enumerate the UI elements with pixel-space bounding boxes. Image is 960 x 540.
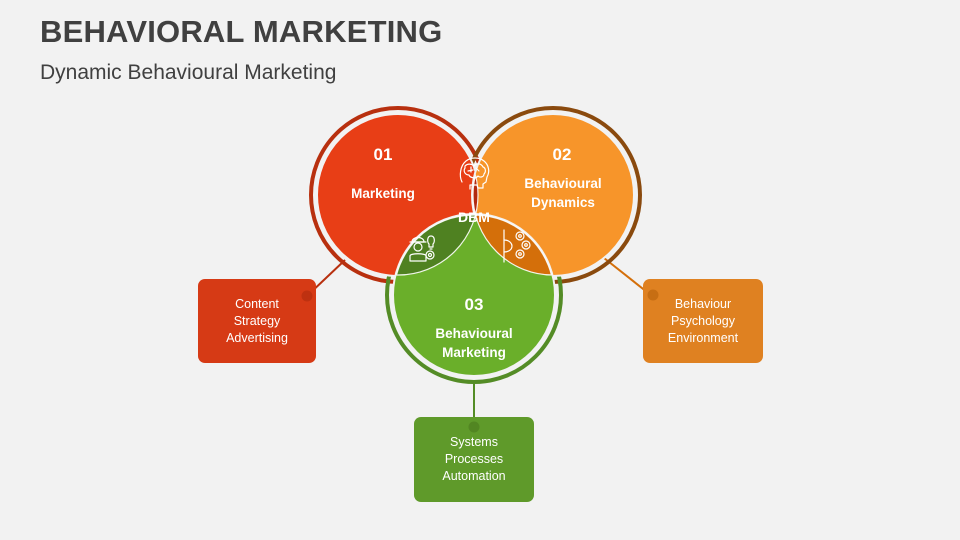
circle-1-number: 01 [374, 145, 393, 164]
info-box-behavioural-dynamics: Behaviour Psychology Environment [643, 279, 763, 363]
brain-head-icon [459, 157, 490, 190]
box-3-line-3: Automation [442, 469, 506, 483]
box-3-line-1: Systems [450, 435, 498, 449]
circle-2-label-line2: Dynamics [531, 195, 595, 210]
intersection-orange-green [473, 215, 554, 275]
info-box-marketing: Content Strategy Advertising [198, 279, 316, 363]
center-label: DBM [458, 209, 490, 225]
box-1-line-2: Strategy [233, 313, 281, 328]
page-subtitle: Dynamic Behavioural Marketing [40, 61, 337, 84]
box-2-line-3: Environment [667, 330, 739, 345]
gears-process-icon [503, 229, 531, 263]
box-2-line-1: Behaviour [674, 296, 732, 311]
box-1-line-1: Content [235, 296, 279, 311]
circle-3-label-line2: Marketing [442, 345, 506, 360]
circle-1-label: Marketing [351, 186, 415, 201]
box-2-line-2: Psychology [671, 313, 735, 328]
box-1-line-3: Advertising [226, 330, 288, 345]
circle-2-number: 02 [553, 145, 572, 164]
circle-3-number: 03 [465, 295, 484, 314]
circle-2-label-line1: Behavioural [524, 176, 601, 191]
box-3-line-2: Processes [444, 452, 504, 466]
page-title: BEHAVIORAL MARKETING [40, 14, 443, 49]
info-box-behavioural-marketing: Systems Processes Automation [414, 417, 534, 502]
circle-3-label-line1: Behavioural [435, 326, 512, 341]
worker-idea-icon [409, 235, 435, 262]
